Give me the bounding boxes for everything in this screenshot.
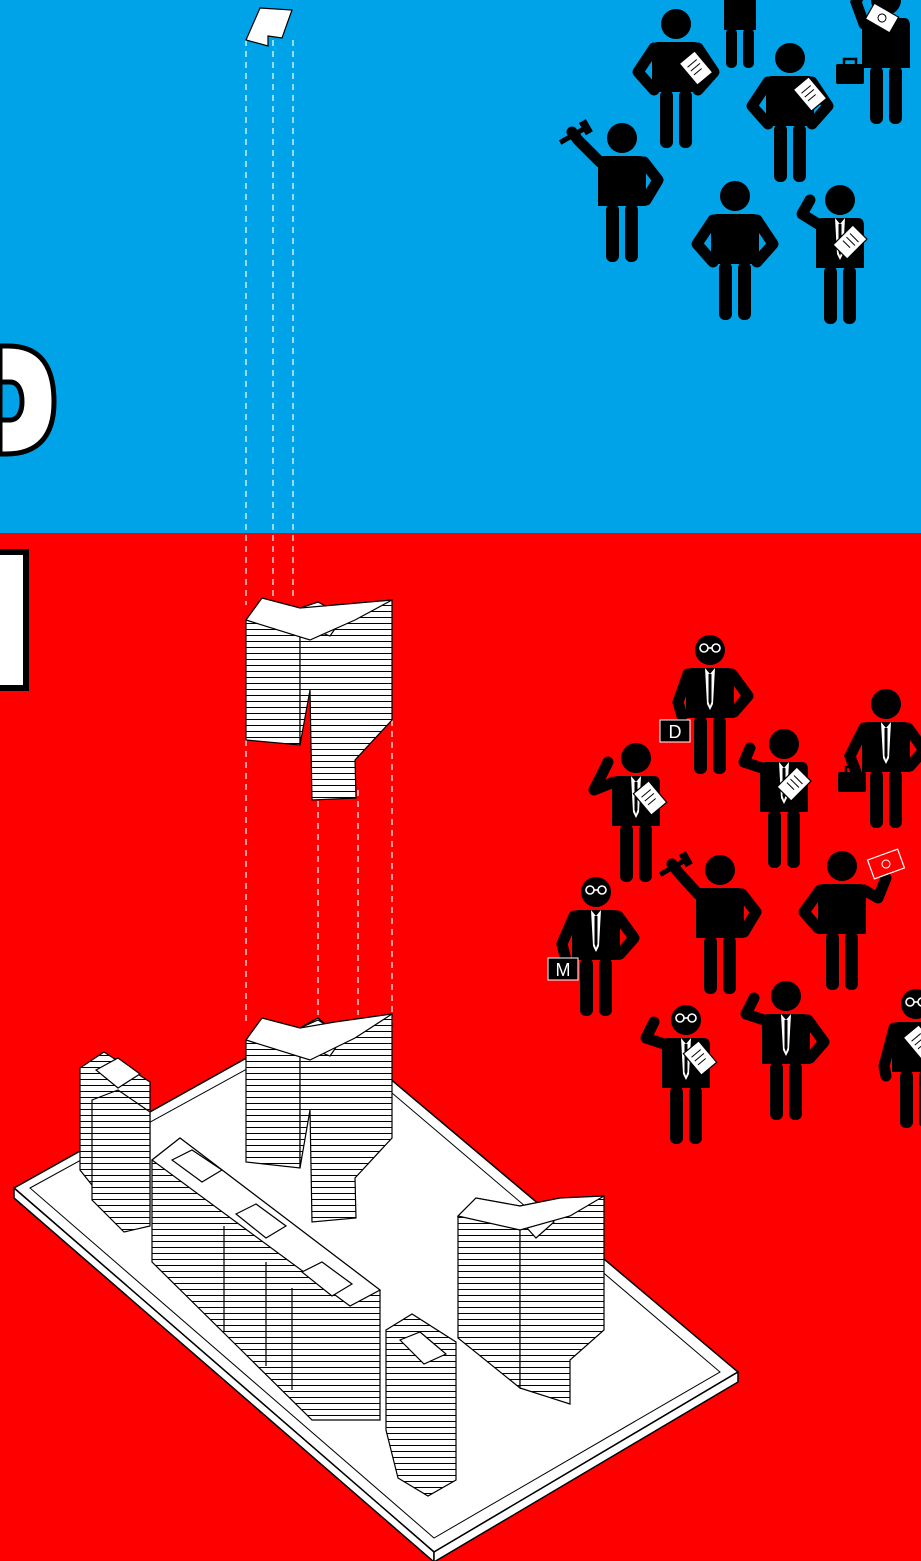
- building-front-small: [386, 1314, 456, 1496]
- briefcase-icon: M: [548, 958, 578, 980]
- briefcase-label-m: M: [556, 960, 571, 980]
- briefcase-label-d: D: [669, 722, 682, 742]
- briefcase-icon: D: [660, 720, 690, 742]
- cropped-letter-bottom: [0, 552, 26, 688]
